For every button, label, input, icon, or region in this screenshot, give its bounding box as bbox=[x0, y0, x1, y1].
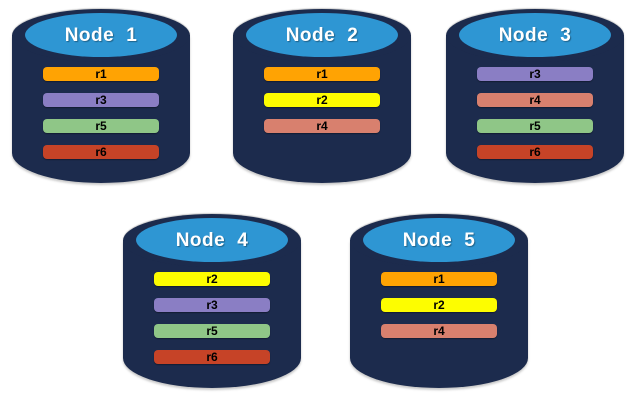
node-title-text: Node bbox=[402, 229, 453, 251]
replica-list: r2 r3 r5 r6 bbox=[154, 272, 270, 364]
replica-bar-r3: r3 bbox=[154, 298, 270, 312]
cylinder-top-face: Node 3 bbox=[459, 13, 611, 57]
replica-label: r1 bbox=[433, 272, 445, 286]
node-title-text: Node bbox=[64, 24, 115, 46]
replica-bar-r5: r5 bbox=[477, 119, 593, 133]
replica-list: r1 r2 r4 bbox=[264, 67, 380, 133]
replica-label: r3 bbox=[206, 298, 218, 312]
replica-bar-r1: r1 bbox=[43, 67, 159, 81]
replica-bar-r4: r4 bbox=[264, 119, 380, 133]
node-title-text: Node bbox=[175, 229, 226, 251]
replica-label: r2 bbox=[316, 93, 328, 107]
replica-list: r1 r2 r4 bbox=[381, 272, 497, 338]
replica-label: r6 bbox=[95, 145, 107, 159]
replica-label: r1 bbox=[95, 67, 107, 81]
replica-label: r4 bbox=[433, 324, 445, 338]
node-title-number: 4 bbox=[237, 229, 249, 251]
replica-bar-r2: r2 bbox=[264, 93, 380, 107]
node-title-number: 1 bbox=[126, 24, 138, 46]
replica-label: r5 bbox=[95, 119, 107, 133]
replica-label: r2 bbox=[433, 298, 445, 312]
replica-bar-r3: r3 bbox=[43, 93, 159, 107]
node-title-number: 5 bbox=[464, 229, 476, 251]
db-node-node-2: Node 2 r1 r2 r4 bbox=[233, 9, 411, 183]
replica-label: r2 bbox=[206, 272, 218, 286]
replica-bar-r5: r5 bbox=[154, 324, 270, 338]
db-node-node-1: Node 1 r1 r3 r5 r6 bbox=[12, 9, 190, 183]
replica-label: r6 bbox=[206, 350, 218, 364]
replica-label: r4 bbox=[316, 119, 328, 133]
cylinder-top-face: Node 4 bbox=[136, 218, 288, 262]
node-title-number: 3 bbox=[560, 24, 572, 46]
replica-bar-r3: r3 bbox=[477, 67, 593, 81]
replica-bar-r2: r2 bbox=[381, 298, 497, 312]
node-title-text: Node bbox=[498, 24, 549, 46]
cylinder-top-face: Node 1 bbox=[25, 13, 177, 57]
cylinder-top-rim: Node 2 bbox=[233, 9, 411, 62]
replica-label: r1 bbox=[316, 67, 328, 81]
replica-bar-r4: r4 bbox=[381, 324, 497, 338]
replica-list: r3 r4 r5 r6 bbox=[477, 67, 593, 159]
replica-bar-r6: r6 bbox=[154, 350, 270, 364]
replica-bar-r4: r4 bbox=[477, 93, 593, 107]
replica-label: r3 bbox=[529, 67, 541, 81]
replica-bar-r1: r1 bbox=[381, 272, 497, 286]
cylinder-top-rim: Node 4 bbox=[123, 214, 301, 267]
db-node-node-3: Node 3 r3 r4 r5 r6 bbox=[446, 9, 624, 183]
replica-label: r5 bbox=[529, 119, 541, 133]
cylinder-top-rim: Node 3 bbox=[446, 9, 624, 62]
node-title-number: 2 bbox=[347, 24, 359, 46]
replica-label: r4 bbox=[529, 93, 541, 107]
replica-bar-r6: r6 bbox=[477, 145, 593, 159]
db-node-node-5: Node 5 r1 r2 r4 bbox=[350, 214, 528, 388]
cylinder-top-rim: Node 5 bbox=[350, 214, 528, 267]
replica-bar-r2: r2 bbox=[154, 272, 270, 286]
node-title-text: Node bbox=[285, 24, 336, 46]
cylinder-top-rim: Node 1 bbox=[12, 9, 190, 62]
replica-label: r5 bbox=[206, 324, 218, 338]
replica-label: r3 bbox=[95, 93, 107, 107]
replica-bar-r5: r5 bbox=[43, 119, 159, 133]
replica-list: r1 r3 r5 r6 bbox=[43, 67, 159, 159]
cylinder-top-face: Node 2 bbox=[246, 13, 398, 57]
replica-label: r6 bbox=[529, 145, 541, 159]
replica-bar-r6: r6 bbox=[43, 145, 159, 159]
db-node-node-4: Node 4 r2 r3 r5 r6 bbox=[123, 214, 301, 388]
replica-bar-r1: r1 bbox=[264, 67, 380, 81]
cylinder-top-face: Node 5 bbox=[363, 218, 515, 262]
